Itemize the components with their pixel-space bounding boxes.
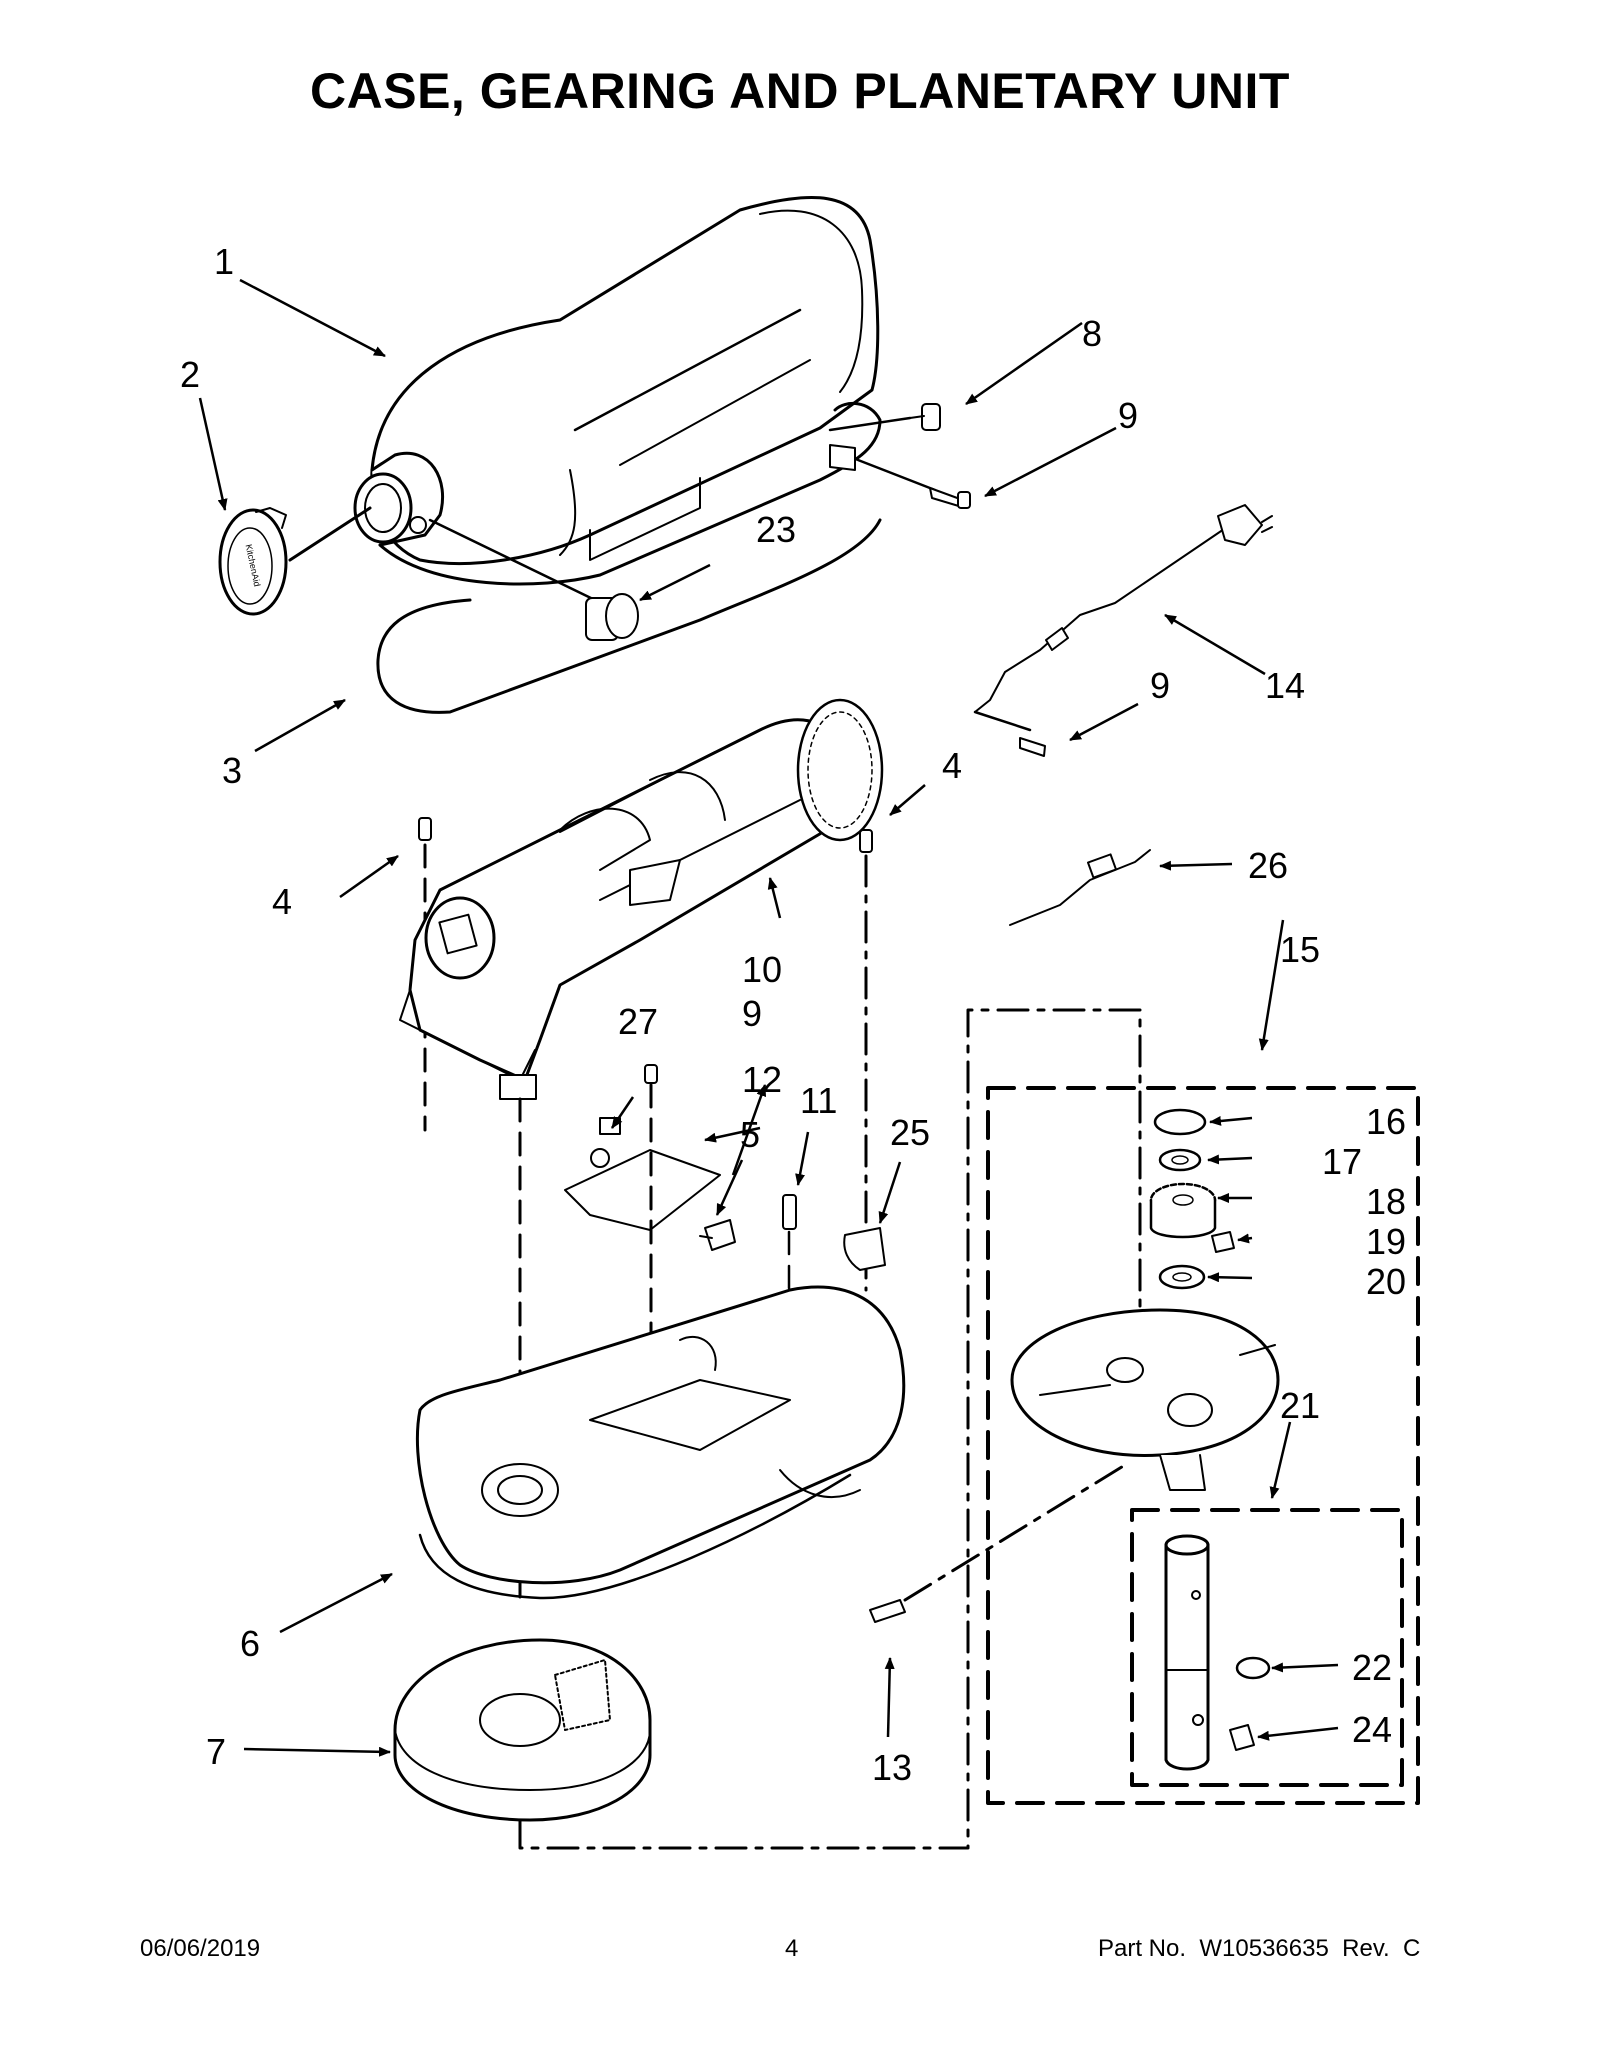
footer-part-number: Part No. W10536635 Rev. C xyxy=(1098,1935,1421,1962)
callout-5: 5 xyxy=(740,1114,760,1155)
callout-14: 14 xyxy=(1265,665,1305,706)
callout-1: 1 xyxy=(214,241,234,282)
footer-date: 06/06/2019 xyxy=(140,1935,261,1962)
harness-26-part xyxy=(1009,849,1151,926)
footer-page-number: 4 xyxy=(785,1935,799,1962)
callout-10: 10 xyxy=(742,949,782,990)
motor-gearcase-part xyxy=(399,718,848,1602)
callout-4-right: 4 xyxy=(942,745,962,786)
callout-4-left: 4 xyxy=(272,881,292,922)
screw-8-part xyxy=(828,403,941,432)
callout-13: 13 xyxy=(872,1747,912,1788)
callout-3: 3 xyxy=(222,750,242,791)
gear-18-part xyxy=(1149,1182,1217,1239)
screw-9-top-part xyxy=(856,458,971,509)
screw-11-part xyxy=(782,1194,797,1302)
knob-23-part xyxy=(428,518,639,641)
callout-17: 17 xyxy=(1322,1141,1362,1182)
shaft-part xyxy=(1164,1534,1210,1771)
lever-25-part xyxy=(843,1227,886,1271)
shaft-assembly-box xyxy=(1130,1508,1404,1787)
callout-12: 12 xyxy=(742,1059,782,1100)
bevel-gear-part xyxy=(796,698,884,842)
hub-cover-part xyxy=(218,507,288,616)
board-12-part xyxy=(564,1117,721,1231)
planetary-assembly-box xyxy=(986,1086,1420,1805)
callout-19: 19 xyxy=(1366,1221,1406,1262)
clip-22-part xyxy=(1235,1656,1271,1680)
callout-2: 2 xyxy=(180,354,200,395)
screw-9-mid-part xyxy=(1019,737,1046,757)
callout-15: 15 xyxy=(1280,929,1320,970)
callout-27: 27 xyxy=(618,1001,658,1042)
trim-band-part xyxy=(376,401,882,714)
screw-4-right-part xyxy=(859,829,873,1292)
retaining-ring-16-part xyxy=(1153,1108,1207,1136)
gear-case-base-part xyxy=(415,1285,906,1600)
pin-13-part xyxy=(869,1463,1127,1623)
page-title: CASE, GEARING AND PLANETARY UNIT xyxy=(310,63,1290,119)
washer-17-part xyxy=(1158,1148,1202,1172)
callout-7: 7 xyxy=(206,1731,226,1772)
callout-23: 23 xyxy=(756,509,796,550)
callout-9-mid: 9 xyxy=(1150,665,1170,706)
washer-20-part xyxy=(1158,1264,1206,1290)
pin-19-part xyxy=(1211,1231,1235,1253)
callout-11: 11 xyxy=(800,1080,837,1121)
callout-6: 6 xyxy=(240,1623,260,1664)
clip-5-part xyxy=(699,1219,736,1251)
callout-21: 21 xyxy=(1280,1385,1320,1426)
ring-gear-part xyxy=(393,1638,652,1822)
callout-16: 16 xyxy=(1366,1101,1406,1142)
callout-8: 8 xyxy=(1082,313,1102,354)
callout-18: 18 xyxy=(1366,1181,1406,1222)
pin-24-part xyxy=(1229,1724,1255,1751)
callout-24: 24 xyxy=(1352,1709,1392,1750)
bracket-part xyxy=(829,444,856,471)
callout-25: 25 xyxy=(890,1112,930,1153)
callout-26: 26 xyxy=(1248,845,1288,886)
callout-22: 22 xyxy=(1352,1647,1392,1688)
callout-9-top: 9 xyxy=(1118,395,1138,436)
planetary-carrier-part xyxy=(1010,1308,1280,1491)
callout-20: 20 xyxy=(1366,1261,1406,1302)
callout-9-lower: 9 xyxy=(742,993,762,1034)
case-housing-part xyxy=(353,196,880,566)
power-cord-part xyxy=(973,504,1273,732)
